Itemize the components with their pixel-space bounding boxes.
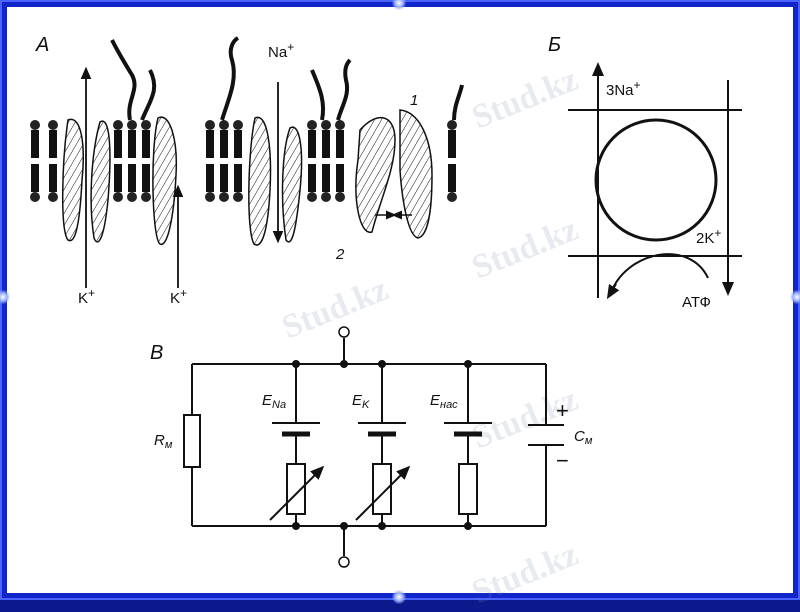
sparkle-icon [0,290,10,304]
rm-label: Rм [154,432,173,451]
e-na-label: ENa [262,392,287,411]
terminal-bottom [338,556,350,568]
panel-a-label: А [36,34,50,56]
equivalent-circuit [183,338,564,556]
e-k-label: EK [352,392,370,411]
pump-cycle-diagram [568,62,742,300]
glycolipid-chains [110,36,464,121]
sparkle-icon [790,290,800,304]
capacitor-plus: + [556,398,569,423]
sparkle-icon [392,0,406,10]
terminal-top [338,326,350,338]
panel-b-label: Б [548,34,562,56]
circuit-nodes [292,360,472,530]
na3-label: 3Na+ [606,78,641,99]
k2-label: 2K+ [696,226,722,247]
k-ion-label: K+ [170,286,188,307]
na-ion-label: Na+ [268,40,295,61]
membrane-proteins [62,109,433,246]
protein-number-2: 2 [336,246,345,263]
capacitor-minus: − [556,448,569,473]
k-ion-label: K+ [78,286,96,307]
atp-label: АТФ [682,294,711,311]
panel-v-label: В [150,342,164,364]
e-pump-label: Eнас [430,392,458,411]
protein-number-1: 1 [410,92,419,109]
cm-label: Cм [574,428,593,447]
